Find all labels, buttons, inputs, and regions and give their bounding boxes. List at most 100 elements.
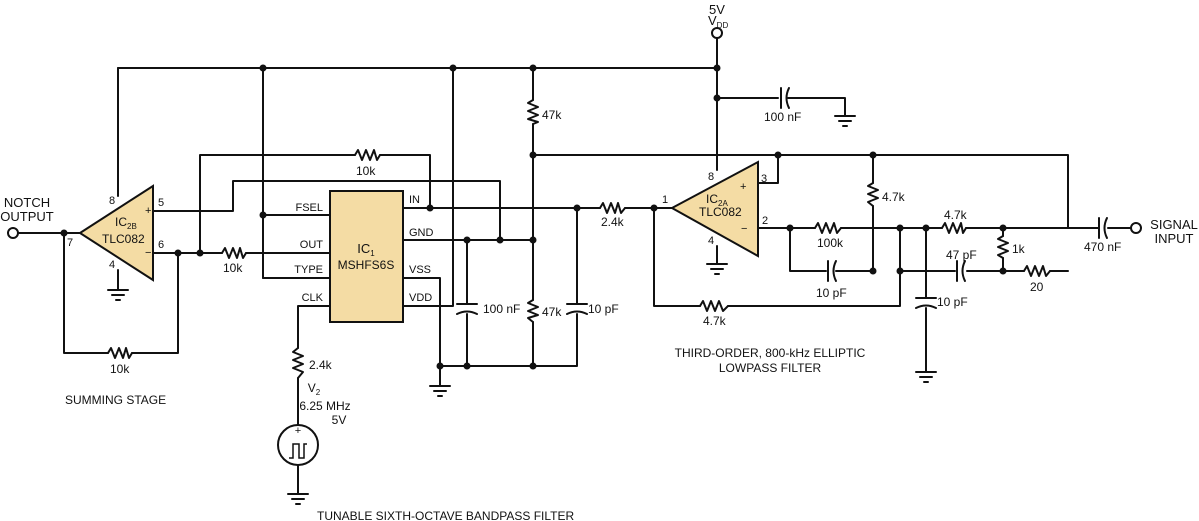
ic2b-pin-4: 4 bbox=[109, 259, 115, 271]
value-10pF-feedback: 10 pF bbox=[816, 286, 847, 300]
signal-input-label-2: INPUT bbox=[1155, 231, 1194, 246]
value-10k-feedback: 10k bbox=[110, 362, 130, 376]
value-2k4-clk: 2.4k bbox=[309, 358, 333, 372]
resistor-100k bbox=[814, 222, 842, 234]
ground-symbols bbox=[107, 115, 937, 505]
ic1-pin-clk: CLK bbox=[302, 292, 324, 304]
resistor-4k7-series bbox=[941, 222, 967, 234]
signal-input-terminal bbox=[1130, 222, 1142, 234]
resistor-10k-feedback bbox=[107, 347, 133, 359]
ic1-pin-in: IN bbox=[409, 194, 420, 206]
ic2a-pin-8: 8 bbox=[708, 171, 714, 183]
caption-summing-stage: SUMMING STAGE bbox=[65, 393, 166, 407]
capacitors bbox=[456, 87, 1108, 315]
value-100k: 100k bbox=[817, 236, 844, 250]
resistor-10k-out bbox=[221, 247, 247, 259]
opamp-ic2a bbox=[669, 160, 759, 258]
square-wave-icon bbox=[289, 443, 307, 459]
ic1-pin-vss: VSS bbox=[409, 264, 431, 276]
ic2b-pin-8: 8 bbox=[109, 195, 115, 207]
value-100nF-bypass: 100 nF bbox=[483, 302, 520, 316]
resistor-1k bbox=[997, 235, 1009, 259]
ic2b-pin-7: 7 bbox=[67, 237, 73, 249]
ic2a-pin-3: 3 bbox=[761, 173, 767, 185]
notch-output-label-2: OUTPUT bbox=[0, 209, 54, 224]
value-10k-top: 10k bbox=[356, 164, 376, 178]
v2-name: V2 bbox=[308, 381, 321, 397]
ic1-pin-fsel: FSEL bbox=[295, 202, 323, 214]
ic2b-pin-5: 5 bbox=[158, 197, 164, 209]
value-47k-bottom: 47k bbox=[542, 305, 562, 319]
ground-icon bbox=[834, 115, 856, 127]
ic1-pin-vdd: VDD bbox=[409, 292, 432, 304]
ic2a-pin-2: 2 bbox=[762, 215, 768, 227]
capacitor-100nF-vdd bbox=[780, 87, 790, 109]
value-10k-out: 10k bbox=[223, 261, 243, 275]
value-20: 20 bbox=[1030, 280, 1044, 294]
resistor-2k4-clk bbox=[292, 347, 304, 379]
resistor-47k-vertical bbox=[527, 99, 539, 125]
junction-dots bbox=[60, 64, 1007, 370]
ic2a-plus: + bbox=[740, 181, 746, 193]
resistor-4k7-feedback bbox=[699, 300, 729, 312]
ic1-chip bbox=[329, 190, 404, 323]
notch-output-label-1: NOTCH bbox=[4, 195, 50, 210]
v2-plus: + bbox=[295, 425, 301, 437]
vdd-terminal bbox=[711, 27, 723, 39]
supply-name-label: VDD bbox=[708, 13, 728, 30]
ic2a-pin-4: 4 bbox=[708, 235, 714, 247]
ic2a-part: TLC082 bbox=[699, 205, 742, 219]
ic2b-minus: − bbox=[145, 247, 151, 259]
ic1-name: IC1 bbox=[357, 241, 375, 258]
capacitor-470nF bbox=[1098, 217, 1108, 239]
ic2a-name: IC2A bbox=[706, 192, 728, 208]
ic2b-pin-6: 6 bbox=[158, 239, 164, 251]
signal-input-label-1: SIGNAL bbox=[1150, 217, 1198, 232]
value-470nF: 470 nF bbox=[1084, 240, 1121, 254]
ic2a-pin-1: 1 bbox=[662, 194, 668, 206]
value-2k4-input: 2.4k bbox=[601, 215, 625, 229]
caption-elliptic-line-1: THIRD-ORDER, 800-kHz ELLIPTIC bbox=[675, 346, 866, 360]
capacitor-10pF-shunt bbox=[915, 297, 937, 309]
ic1-part: MSHFS6S bbox=[338, 258, 395, 272]
notch-output-terminal bbox=[7, 227, 19, 239]
ground-icon bbox=[107, 289, 129, 301]
value-1k: 1k bbox=[1012, 242, 1026, 256]
capacitor-10pF-feedback bbox=[827, 260, 837, 282]
resistors bbox=[107, 99, 1051, 379]
resistor-4k7-vertical bbox=[867, 182, 879, 207]
ground-icon bbox=[287, 493, 309, 505]
value-10pF-input: 10 pF bbox=[588, 302, 619, 316]
supply-voltage-label: 5V bbox=[709, 2, 725, 17]
value-10pF-shunt: 10 pF bbox=[937, 295, 968, 309]
capacitor-100nF-bypass bbox=[456, 303, 478, 315]
ic2b-plus: + bbox=[145, 205, 151, 217]
ic1-pin-type: TYPE bbox=[294, 264, 323, 276]
ground-icon bbox=[706, 263, 728, 275]
clock-source-v2 bbox=[277, 424, 319, 466]
value-4k7-feedback: 4.7k bbox=[703, 314, 727, 328]
ic1-pin-out: OUT bbox=[300, 239, 324, 251]
ground-icon bbox=[915, 371, 937, 383]
resistor-20 bbox=[1023, 265, 1051, 277]
ic2b-part: TLC082 bbox=[102, 232, 145, 246]
caption-elliptic-line-2: LOWPASS FILTER bbox=[719, 361, 822, 375]
ic1-pin-gnd: GND bbox=[409, 227, 434, 239]
capacitor-10pF-input bbox=[566, 303, 588, 315]
value-4k7-series: 4.7k bbox=[944, 208, 968, 222]
value-4k7-vertical: 4.7k bbox=[882, 190, 906, 204]
opamp-ic2b bbox=[78, 184, 154, 282]
value-47k-top: 47k bbox=[542, 108, 562, 122]
value-100nF-vdd: 100 nF bbox=[764, 110, 801, 124]
capacitor-47pF bbox=[956, 260, 966, 282]
resistor-2k4-input bbox=[599, 202, 626, 214]
resistor-10k-top bbox=[354, 149, 381, 161]
v2-frequency: 6.25 MHz bbox=[299, 399, 350, 413]
resistor-47k-lower bbox=[527, 299, 539, 323]
ic2a-minus: − bbox=[741, 223, 747, 235]
caption-bandpass-filter: TUNABLE SIXTH-OCTAVE BANDPASS FILTER bbox=[317, 509, 574, 521]
ic2b-name: IC2B bbox=[115, 215, 137, 231]
